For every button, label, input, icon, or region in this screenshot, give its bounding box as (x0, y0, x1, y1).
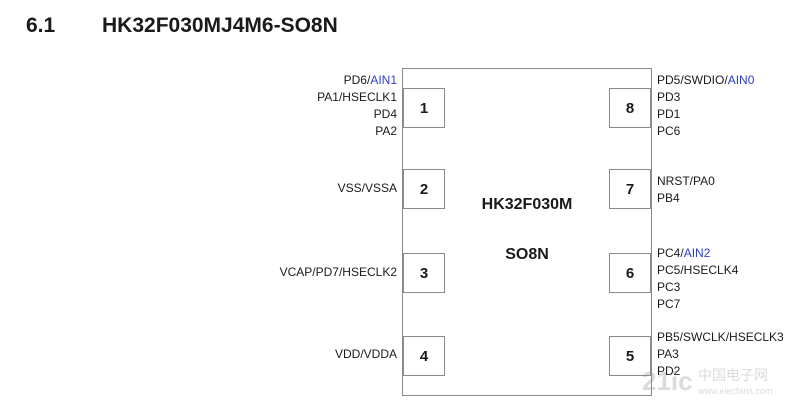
pin-1-label-line: PD6/AIN1 (317, 72, 397, 89)
pin-1-label-analog: AIN1 (370, 73, 397, 87)
pin-6-label-line: PC7 (657, 297, 681, 311)
pin-8-box: 8 (609, 88, 651, 128)
section-title: HK32F030MJ4M6-SO8N (102, 14, 338, 37)
pin-8-label-main: PD5/SWDIO/ (657, 73, 728, 87)
chip-name: HK32F030M (481, 196, 573, 213)
watermark-cn-text: 中国电子网 (698, 368, 768, 384)
pin-7-label-line: PB4 (657, 191, 680, 205)
pin-6-label-line: PC3 (657, 280, 681, 294)
pin-6-label-line: PC4/AIN2 (657, 245, 738, 262)
pin-1-labels: PD6/AIN1 PA1/HSECLK1 PD4 PA2 (317, 72, 397, 140)
pin-6-labels: PC4/AIN2 PC5/HSECLK4 PC3 PC7 (657, 245, 738, 313)
pin-7-labels: NRST/PA0 PB4 (657, 173, 715, 207)
pin-2-box: 2 (403, 169, 445, 209)
pin-8-label-analog: AIN0 (727, 73, 755, 87)
pin-1-box: 1 (403, 88, 445, 128)
pin-1-number: 1 (419, 99, 429, 117)
pin-5-labels: PB5/SWCLK/HSECLK3 PA3 PD2 (657, 329, 784, 380)
pin-1-label-line: PA2 (375, 124, 397, 138)
pin-7-box: 7 (609, 169, 651, 209)
pin-3-label-line: VCAP/PD7/HSECLK2 (279, 265, 397, 279)
pin-4-number: 4 (419, 347, 429, 365)
pin-4-labels: VDD/VDDA (335, 346, 397, 363)
pin-6-number: 6 (625, 264, 635, 282)
pin-5-number: 5 (625, 347, 635, 365)
watermark-mark: 21ic (642, 366, 693, 396)
watermark-logo: 21ic 中国电子网 www.elecfans.com (642, 366, 773, 396)
pin-2-number: 2 (419, 180, 429, 198)
pin-2-label-line: VSS/VSSA (337, 181, 397, 195)
pin-1-label-line: PD4 (373, 107, 397, 121)
pin-8-number: 8 (625, 99, 635, 117)
pin-5-label-line: PA3 (657, 347, 679, 361)
pin-8-label-line: PD3 (657, 90, 681, 104)
pin-6-box: 6 (609, 253, 651, 293)
pin-5-box: 5 (609, 336, 651, 376)
chip-package: SO8N (505, 246, 549, 263)
pin-7-label-line: NRST/PA0 (657, 174, 715, 188)
pin-7-number: 7 (625, 180, 635, 198)
pin-2-labels: VSS/VSSA (338, 180, 397, 197)
pin-8-label-line: PC6 (657, 124, 681, 138)
pin-6-label-analog: AIN2 (683, 246, 711, 260)
pin-5-label-line: PD2 (657, 364, 681, 378)
watermark-domain: www.elecfans.com (697, 386, 773, 396)
pin-4-box: 4 (403, 336, 445, 376)
pin-3-box: 3 (403, 253, 445, 293)
section-number: 6.1 (26, 14, 56, 37)
pin-8-labels: PD5/SWDIO/AIN0 PD3 PD1 PC6 (657, 72, 754, 140)
pin-6-label-main: PC4/ (657, 246, 684, 260)
pin-4-label-line: VDD/VDDA (334, 347, 397, 361)
pin-3-number: 3 (419, 264, 429, 282)
pin-8-label-line: PD5/SWDIO/AIN0 (657, 72, 754, 89)
pin-6-label-line: PC5/HSECLK4 (657, 263, 739, 277)
pin-1-label-main: PD6/ (343, 73, 371, 87)
pin-5-label-line: PB5/SWCLK/HSECLK3 (657, 330, 784, 344)
pin-3-labels: VCAP/PD7/HSECLK2 (280, 264, 397, 281)
pin-8-label-line: PD1 (657, 107, 681, 121)
pin-1-label-line: PA1/HSECLK1 (317, 90, 397, 104)
